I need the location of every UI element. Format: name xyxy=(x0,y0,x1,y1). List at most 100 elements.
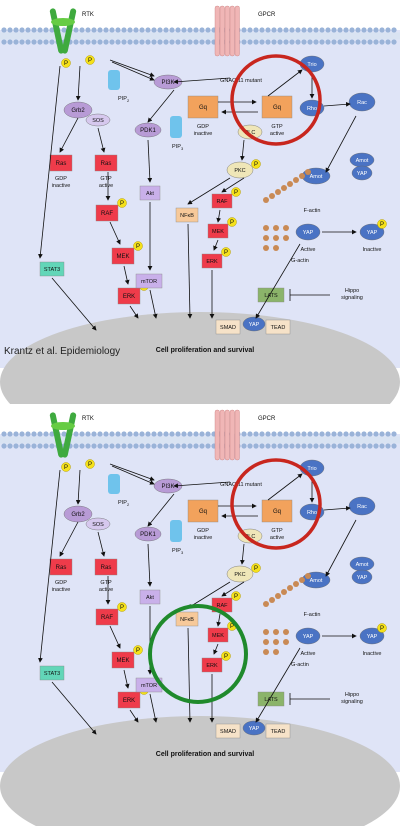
phospho-label: P xyxy=(120,201,124,207)
arrow xyxy=(255,243,301,319)
lipid-head xyxy=(337,27,343,33)
lipid-head xyxy=(85,27,91,33)
yap-bound-node xyxy=(351,569,373,585)
lipid-head xyxy=(31,443,37,449)
gq-gdp-box-label: Gq xyxy=(199,509,207,515)
phospho-label: P xyxy=(380,222,384,228)
phospho-badge xyxy=(221,651,231,661)
lipid-head xyxy=(259,443,265,449)
lipid-head xyxy=(151,27,157,33)
lipid-head xyxy=(109,431,115,437)
lipid-head xyxy=(277,39,283,45)
lipid-head xyxy=(289,27,295,33)
arrows xyxy=(38,463,357,735)
phospho-label: P xyxy=(88,58,92,64)
lipid-head xyxy=(319,443,325,449)
lipid-head xyxy=(355,39,361,45)
mek-box-left-label: MEK xyxy=(116,254,129,260)
lipid-head xyxy=(301,27,307,33)
lipid-head xyxy=(31,431,37,437)
lipid-head xyxy=(91,443,97,449)
yap-inactive-label: Inactive xyxy=(363,651,382,657)
lipid-head xyxy=(247,431,253,437)
phospho-badge xyxy=(377,623,387,633)
yap-nuclear-node-label: YAP xyxy=(249,322,260,328)
lipid-head xyxy=(385,39,391,45)
lipid-head xyxy=(295,39,301,45)
lipid-head xyxy=(199,431,205,437)
lipid-head xyxy=(1,443,7,449)
lipid-head xyxy=(319,431,325,437)
lipid-head xyxy=(295,27,301,33)
lipid-head xyxy=(115,27,121,33)
pdk1-node xyxy=(134,526,162,542)
lipid-head xyxy=(157,39,163,45)
arrow xyxy=(147,543,153,587)
phospho-badge xyxy=(251,159,261,169)
phospho-label: P xyxy=(234,594,238,600)
lipid-head xyxy=(265,443,271,449)
lipid-tails xyxy=(0,32,400,40)
amot-node-label: Amot xyxy=(310,174,323,180)
lipid-head xyxy=(1,431,7,437)
amot-node-2-label: Amot xyxy=(356,158,369,164)
akt-box xyxy=(139,185,161,201)
ras-gtp-box-label: Ras xyxy=(101,161,112,167)
lipid-head xyxy=(7,431,13,437)
lipid-head xyxy=(85,443,91,449)
g-actin-label: G-actin xyxy=(291,258,309,264)
ras-gtp-box-label: Ras xyxy=(101,565,112,571)
rtk-label: RTK xyxy=(82,12,94,18)
phospho-label: P xyxy=(230,220,234,226)
lipid-head xyxy=(157,431,163,437)
lipid-head xyxy=(265,431,271,437)
pip2-label: PIP xyxy=(118,96,127,102)
pip3-cylinder xyxy=(170,520,182,542)
lipid-head xyxy=(121,431,127,437)
arrow xyxy=(38,469,61,663)
lipid-head xyxy=(199,443,205,449)
erk-box-right-label: ERK xyxy=(206,663,218,669)
g-actin-cluster xyxy=(263,225,289,251)
lipid-head xyxy=(7,39,13,45)
nfkb-box xyxy=(175,611,199,627)
lipid-head xyxy=(49,431,55,437)
phospho-badge xyxy=(61,58,71,68)
hippo-label: Hippo xyxy=(345,692,359,698)
lipid-head xyxy=(73,431,79,437)
ras-gdp-state: GDP xyxy=(55,580,67,586)
lipid-head xyxy=(313,443,319,449)
lipid-head xyxy=(313,27,319,33)
lipid-head xyxy=(127,39,133,45)
lipid-head xyxy=(19,431,25,437)
lipid-head xyxy=(163,27,169,33)
phospho-badge xyxy=(117,198,127,208)
arrow xyxy=(240,543,245,565)
lipid-head xyxy=(19,443,25,449)
lipid-head xyxy=(379,431,385,437)
lipid-head xyxy=(1,27,7,33)
lipid-head xyxy=(385,431,391,437)
lipid-head xyxy=(241,443,247,449)
lipid-head xyxy=(241,27,247,33)
yap-nuclear-node-label: YAP xyxy=(249,726,260,732)
grb2-node-label: Grb2 xyxy=(71,512,85,518)
gq-gtp-box-label: Gq xyxy=(273,105,281,111)
g-actin-bead xyxy=(263,649,269,655)
arrow xyxy=(325,115,357,173)
lipid-head xyxy=(145,431,151,437)
lipid-head xyxy=(115,431,121,437)
lipid-head xyxy=(295,443,301,449)
lipid-head xyxy=(13,27,19,33)
lipid-head xyxy=(181,431,187,437)
lipid-head xyxy=(139,27,145,33)
lipid-head xyxy=(301,443,307,449)
phospho-badge xyxy=(133,241,143,251)
f-actin-bead xyxy=(269,597,275,603)
arrow xyxy=(109,463,155,481)
arrow xyxy=(123,669,130,689)
lipid-head xyxy=(25,431,31,437)
rho-node-label: Rho xyxy=(307,510,317,516)
lipid-head xyxy=(361,39,367,45)
